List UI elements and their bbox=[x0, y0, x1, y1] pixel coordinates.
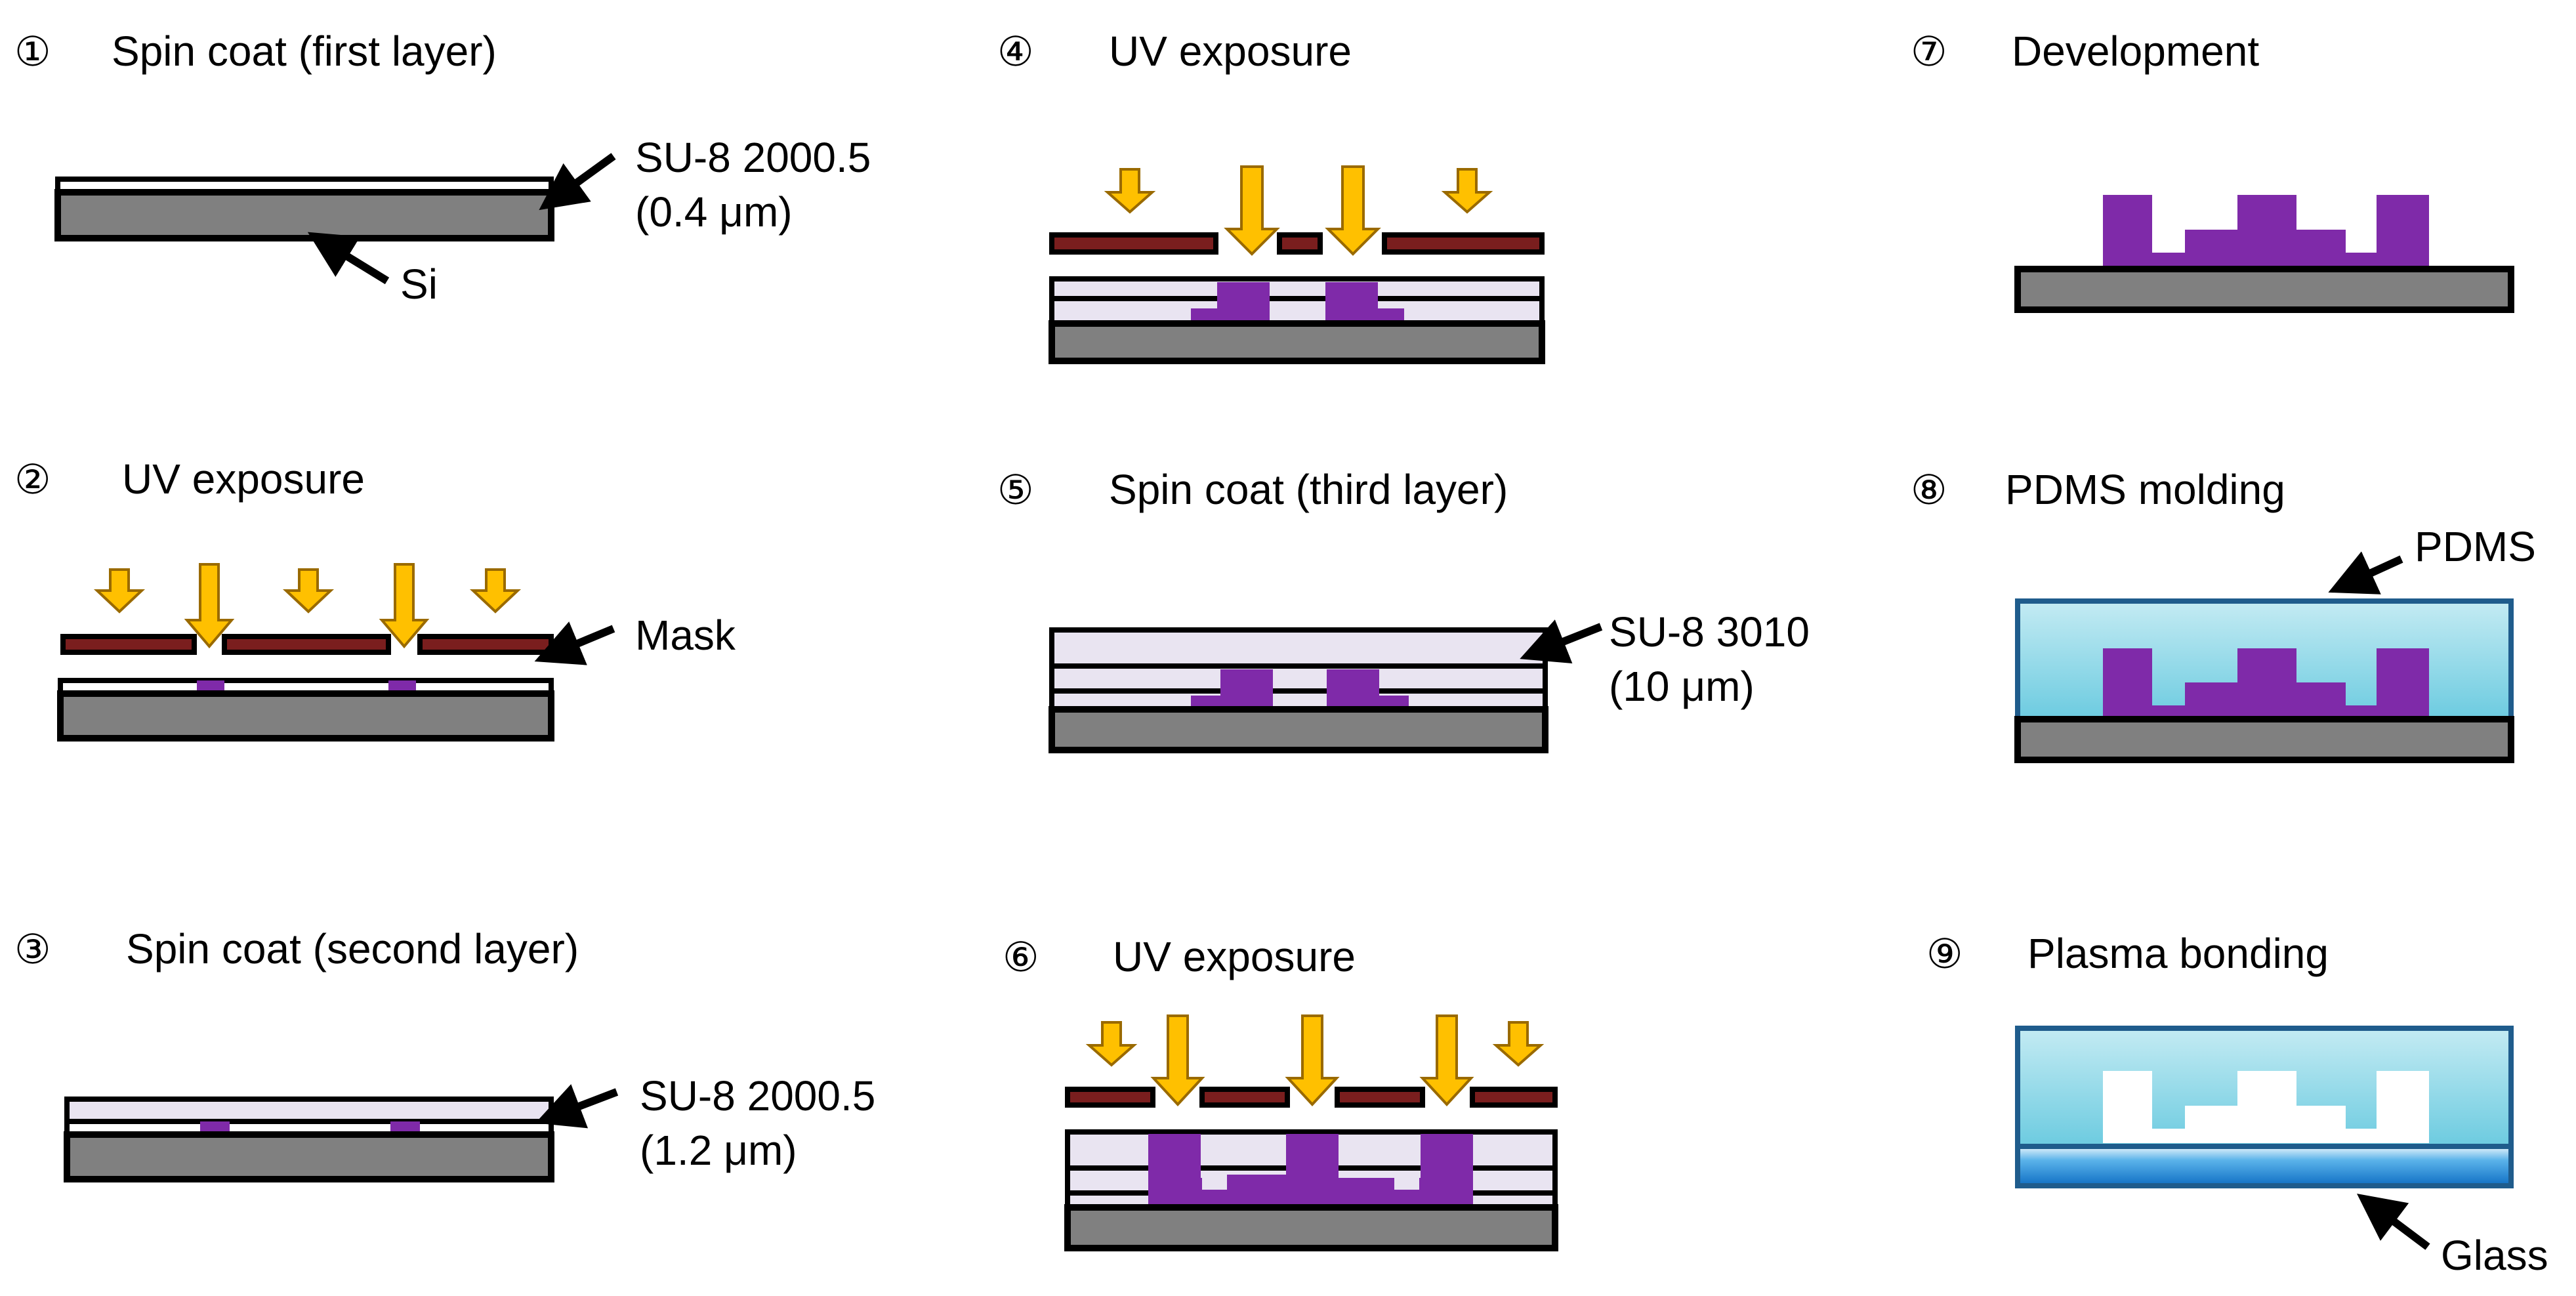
unexposed-gap bbox=[1202, 1171, 1227, 1190]
mask-segment bbox=[1277, 232, 1323, 255]
uv-arrow-icon bbox=[1441, 168, 1493, 214]
mask-segment bbox=[60, 634, 197, 655]
uv-arrow-icon bbox=[1419, 1014, 1474, 1106]
step-7: ⑦ Development bbox=[1911, 28, 2514, 313]
step-4-number: ④ bbox=[997, 30, 1034, 75]
uv-arrow-icon bbox=[184, 563, 235, 649]
step-2-title: UV exposure bbox=[122, 455, 365, 503]
step-7-si-substrate bbox=[2014, 266, 2514, 313]
mask-segment bbox=[1049, 232, 1218, 255]
glass-substrate bbox=[2015, 1144, 2514, 1188]
mask-label: Mask bbox=[635, 612, 736, 659]
step-4: ④ UV exposure bbox=[997, 28, 1545, 364]
uv-arrow-icon bbox=[93, 568, 146, 614]
exposed-region bbox=[1191, 669, 1273, 707]
step-3: ③ Spin coat (second layer) SU-8 2000.5 (… bbox=[14, 925, 875, 1182]
su8-second-name-label: SU-8 2000.5 bbox=[640, 1072, 875, 1119]
step-5: ⑤ Spin coat (third layer) SU-8 3010 (10 … bbox=[997, 466, 1810, 753]
su8-second-pointer-icon bbox=[535, 1084, 619, 1129]
uv-arrow-icon bbox=[1104, 168, 1156, 214]
mask-segment bbox=[1335, 1087, 1425, 1108]
step-9-number: ⑨ bbox=[1926, 932, 1963, 977]
step-8-si-substrate bbox=[2014, 716, 2514, 763]
step-8-number: ⑧ bbox=[1911, 468, 1947, 513]
step-1: ① Spin coat (first layer) SU-8 2000.5 (0… bbox=[14, 28, 871, 308]
step-3-second-resist-layer bbox=[64, 1097, 554, 1124]
step-7-number: ⑦ bbox=[1911, 30, 1947, 75]
step-5-title: Spin coat (third layer) bbox=[1109, 466, 1508, 513]
mask-segment bbox=[1199, 1087, 1290, 1108]
exposed-region bbox=[1191, 282, 1270, 322]
exposed-region bbox=[1148, 1134, 1473, 1206]
step-3-si-substrate bbox=[64, 1131, 554, 1182]
mask-segment bbox=[417, 634, 554, 655]
step-3-title: Spin coat (second layer) bbox=[126, 925, 579, 972]
uv-arrow-icon bbox=[379, 563, 430, 649]
uv-arrow-icon bbox=[469, 568, 522, 614]
su8-third-thickness-label: (10 μm) bbox=[1609, 663, 1755, 710]
pdms-pointer-icon bbox=[2328, 551, 2403, 595]
step-4-title: UV exposure bbox=[1109, 28, 1352, 75]
glass-pointer-icon bbox=[2357, 1194, 2430, 1250]
step-4-second-resist-layer bbox=[1049, 276, 1545, 301]
su8-second-thickness-label: (1.2 μm) bbox=[640, 1127, 797, 1174]
step-5-si-substrate bbox=[1049, 706, 1548, 753]
si-pointer-icon bbox=[307, 232, 390, 285]
su8-first-name-label: SU-8 2000.5 bbox=[635, 134, 871, 181]
developed-structure bbox=[2103, 648, 2429, 719]
uv-arrow-icon bbox=[1325, 165, 1381, 256]
su8-first-thickness-label: (0.4 μm) bbox=[635, 188, 793, 236]
exposed-region bbox=[1327, 669, 1409, 707]
step-5-third-resist-layer bbox=[1049, 627, 1548, 669]
mask-segment bbox=[222, 634, 391, 655]
su8-first-pointer-icon bbox=[539, 153, 616, 211]
step-6: ⑥ UV exposure bbox=[1003, 933, 1558, 1251]
step-9: ⑨ Plasma bonding Glass bbox=[1926, 930, 2548, 1279]
mask-segment bbox=[1065, 1087, 1155, 1108]
step-8: ⑧ PDMS molding PDMS bbox=[1911, 466, 2536, 763]
uv-arrow-icon bbox=[282, 568, 335, 614]
step-6-si-substrate bbox=[1064, 1204, 1558, 1251]
microchannel bbox=[2103, 1071, 2429, 1143]
su8-third-name-label: SU-8 3010 bbox=[1609, 608, 1810, 656]
step-9-title: Plasma bonding bbox=[2027, 930, 2329, 977]
step-5-second-resist-layer bbox=[1049, 663, 1548, 694]
uv-arrow-icon bbox=[1285, 1014, 1340, 1106]
step-6-number: ⑥ bbox=[1003, 935, 1039, 980]
developed-structure bbox=[2103, 195, 2429, 269]
step-8-title: PDMS molding bbox=[2005, 466, 2285, 513]
step-1-number: ① bbox=[14, 30, 51, 75]
si-label: Si bbox=[400, 261, 438, 308]
step-6-title: UV exposure bbox=[1113, 933, 1356, 980]
uv-arrow-icon bbox=[1492, 1021, 1545, 1067]
step-2-si-substrate bbox=[57, 690, 554, 742]
su8-third-pointer-icon bbox=[1520, 619, 1603, 664]
uv-arrow-icon bbox=[1150, 1014, 1205, 1106]
glass-label: Glass bbox=[2441, 1232, 2548, 1279]
uv-arrow-icon bbox=[1085, 1021, 1138, 1067]
mask-segment bbox=[1382, 232, 1545, 255]
step-1-title: Spin coat (first layer) bbox=[112, 28, 497, 75]
unexposed-gap bbox=[1394, 1171, 1419, 1190]
step-2-number: ② bbox=[14, 457, 51, 503]
step-4-first-resist-layer bbox=[1049, 296, 1545, 326]
exposed-region bbox=[1325, 282, 1404, 322]
step-2: ② UV exposure Mask bbox=[14, 455, 736, 742]
mask-segment bbox=[1470, 1087, 1558, 1108]
step-5-number: ⑤ bbox=[997, 468, 1034, 513]
uv-arrow-icon bbox=[1224, 165, 1280, 256]
pdms-label: PDMS bbox=[2415, 523, 2536, 570]
step-1-si-substrate bbox=[54, 189, 554, 241]
step-4-si-substrate bbox=[1049, 320, 1545, 364]
step-3-number: ③ bbox=[14, 927, 51, 972]
mask-pointer-icon bbox=[534, 621, 615, 665]
step-7-title: Development bbox=[2012, 28, 2259, 75]
